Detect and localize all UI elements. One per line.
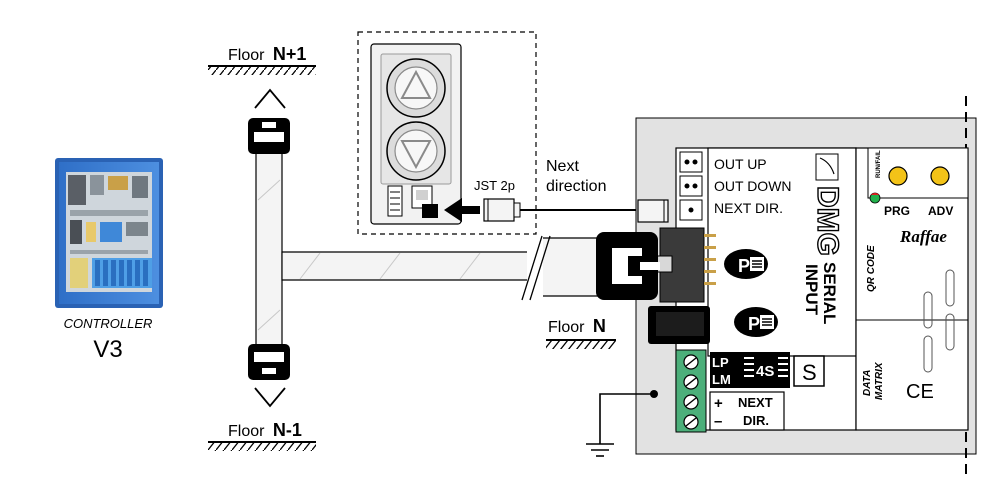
terminal-plus: + (714, 395, 723, 412)
output-down-label: OUT DOWN (714, 178, 792, 194)
floor-upper: Floor N+1 (208, 44, 316, 75)
serial-input-line2: INPUT (802, 264, 821, 316)
floor-lower: Floor N-1 (208, 420, 316, 451)
controller-caption: CONTROLLER (64, 316, 153, 331)
floor-upper-level: N+1 (273, 44, 307, 64)
button-panel-frame (357, 31, 537, 235)
qr-code-label: QR CODE (866, 245, 877, 292)
connector-bottom-icon (248, 344, 290, 380)
rj-jack-icon (648, 306, 710, 344)
data-matrix-line2: MATRIX (874, 361, 885, 400)
data-matrix-line1: DATA (862, 370, 873, 396)
adv-button-icon (930, 166, 950, 186)
svg-text:P: P (748, 314, 760, 334)
connector-top-icon (248, 118, 290, 154)
terminal-minus: – (714, 413, 722, 430)
floor-middle-level: N (593, 316, 606, 336)
raffaello-logo: Raffae (899, 227, 947, 246)
chevron-up-icon (254, 88, 286, 109)
ce-mark: CE (906, 381, 934, 403)
prg-button-icon (888, 166, 908, 186)
controller-board: OUT UP OUT DOWN NEXT DIR. DMG (596, 96, 977, 476)
vent-slots-icon (923, 269, 955, 373)
ground-symbol-icon (586, 393, 652, 457)
s-label: S (802, 360, 817, 385)
badge-4s: 4S (756, 363, 774, 380)
run-fail-label: RUN/FAIL (876, 150, 882, 178)
cable-break (521, 235, 551, 301)
floor-upper-word: Floor (228, 47, 265, 64)
controller-version: V3 (93, 336, 122, 363)
floor-lower-level: N-1 (273, 420, 302, 440)
board-cable-connector-icon (596, 232, 660, 300)
svg-text:Floor N-1: Floor N-1 (228, 420, 302, 440)
chevron-down-icon (254, 387, 286, 408)
svg-text:P: P (738, 256, 750, 276)
lp-label: LP (712, 355, 729, 370)
output-up-label: OUT UP (714, 156, 767, 172)
next-direction-line1: Next (546, 158, 579, 175)
bus-badge-1-icon: P (724, 249, 768, 279)
brand-logo: DMG (811, 186, 844, 256)
output-next-dir-label: NEXT DIR. (714, 200, 783, 216)
terminal-block-icon (675, 349, 707, 433)
next-direction-line2: direction (546, 178, 606, 195)
floor-lower-word: Floor (228, 423, 265, 440)
pin-header-icon (653, 227, 716, 303)
output-connectors-icon (679, 151, 703, 221)
jst-connector-icon (483, 198, 521, 222)
floor-middle: Floor N (546, 316, 616, 349)
serial-input-line1: SERIAL (820, 262, 839, 324)
terminal-dir: DIR. (743, 413, 769, 428)
jst-label: JST 2p (474, 178, 515, 193)
lm-label: LM (712, 372, 731, 387)
prg-label: PRG (884, 204, 910, 218)
arrow-left-icon (444, 198, 462, 222)
call-up-button-icon (386, 58, 446, 118)
floor-middle-word: Floor (548, 319, 585, 336)
controller-cabinet-icon (55, 158, 163, 308)
terminal-next: NEXT (738, 395, 773, 410)
bus-badge-2-icon: P (734, 307, 778, 337)
svg-text:Floor N+1: Floor N+1 (228, 44, 306, 64)
svg-text:Floor N: Floor N (548, 316, 606, 336)
call-down-button-icon (386, 121, 446, 181)
adv-label: ADV (928, 204, 953, 218)
status-led-icon (869, 192, 881, 204)
panel-pcb-connector-icon (387, 185, 438, 218)
